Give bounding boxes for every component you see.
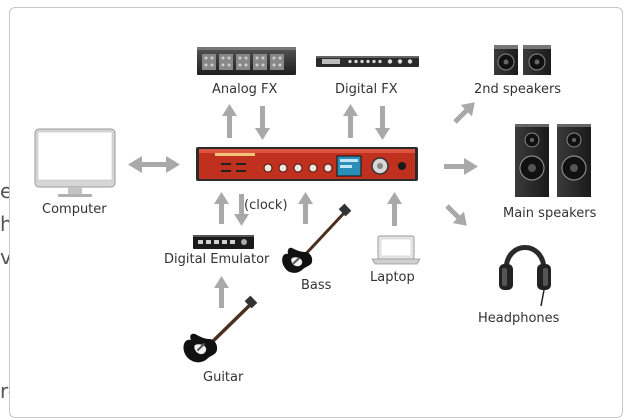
bass-arrow bbox=[298, 192, 313, 224]
audio-interface-icon bbox=[196, 147, 418, 181]
digital-emulator-icon bbox=[193, 235, 254, 249]
digital-emulator-label: Digital Emulator bbox=[164, 252, 270, 267]
speaker-icon bbox=[515, 124, 591, 197]
clock-arrow bbox=[234, 194, 249, 226]
computer-label: Computer bbox=[42, 202, 107, 217]
digital-fx-rack-icon bbox=[316, 56, 419, 67]
laptop-label: Laptop bbox=[370, 270, 415, 285]
laptop-arrow bbox=[387, 192, 402, 226]
analog-fx-return-arrow bbox=[255, 106, 270, 140]
guitar-icon bbox=[183, 295, 258, 363]
main-speakers-arrow bbox=[444, 158, 478, 175]
headphones-label: Headphones bbox=[478, 311, 560, 326]
second-speakers-label: 2nd speakers bbox=[474, 82, 562, 97]
monitor-icon bbox=[34, 128, 116, 197]
guitar-arrow bbox=[214, 276, 229, 308]
second-speakers-arrow bbox=[453, 102, 475, 124]
bass-label: Bass bbox=[301, 278, 332, 293]
bass-guitar-icon bbox=[282, 203, 352, 273]
main-speakers-label: Main speakers bbox=[503, 206, 597, 221]
arrows bbox=[128, 102, 478, 308]
headphones-icon bbox=[499, 245, 551, 307]
second-speakers-icon bbox=[494, 45, 551, 75]
digital-fx-send-arrow bbox=[343, 104, 358, 138]
computer-bidirectional-arrow bbox=[128, 156, 180, 173]
laptop-icon bbox=[371, 235, 421, 265]
headphones-arrow bbox=[445, 204, 467, 226]
analog-fx-send-arrow bbox=[222, 104, 237, 138]
clock-label: (clock) bbox=[244, 198, 288, 213]
guitar-label: Guitar bbox=[203, 370, 244, 385]
rack-unit-icon bbox=[197, 47, 296, 75]
analog-fx-label: Analog FX bbox=[212, 82, 278, 97]
diagram-popup bbox=[9, 7, 623, 418]
digital-emulator-send-arrow bbox=[214, 192, 229, 224]
digital-fx-return-arrow bbox=[375, 106, 390, 140]
digital-fx-label: Digital FX bbox=[335, 82, 398, 97]
